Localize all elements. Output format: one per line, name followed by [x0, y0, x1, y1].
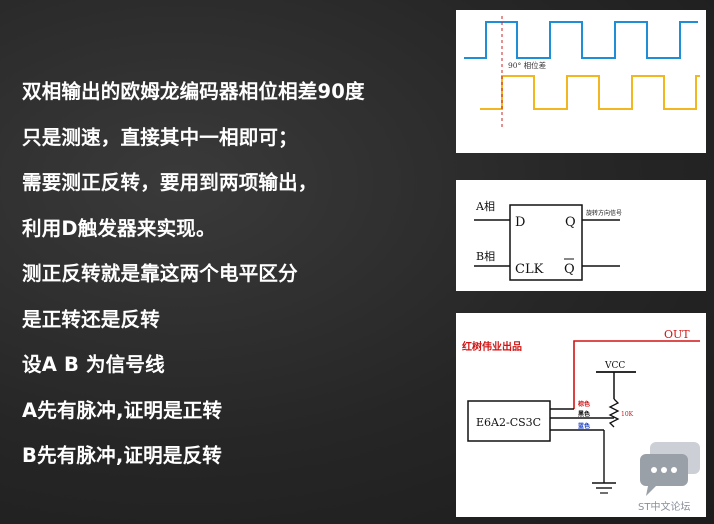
b-phase-label: B相	[476, 250, 495, 263]
q-output-label: Q	[565, 215, 576, 230]
direction-signal-label: 旋转方向信号	[586, 209, 622, 217]
d-input-label: D	[515, 215, 525, 230]
text-line: 测正反转就是靠这两个电平区分	[22, 262, 298, 285]
dff-panel: A相 B相 D Q CLK Q 旋转方向信号	[456, 180, 706, 291]
text-line: 利用D触发器来实现。	[22, 216, 216, 240]
watermark: ST中文论坛	[638, 442, 700, 513]
encoder-model: E6A2-CS3C	[476, 416, 541, 429]
resistor	[608, 398, 620, 428]
resistor-label: 10K	[621, 411, 634, 418]
dff-box	[509, 204, 583, 281]
text-line: 只是测速，直接其中一相即可；	[22, 125, 298, 149]
out-label: OUT	[664, 328, 690, 341]
chat-bubble-icon	[640, 442, 700, 496]
phase-label: 90° 相位差	[508, 60, 547, 70]
out-wire	[573, 340, 700, 409]
dff-diagram: A相 B相 D Q CLK Q 旋转方向信号	[474, 200, 622, 281]
encoder-box	[467, 400, 551, 442]
text-line: 需要测正反转，要用到两项输出，	[22, 171, 318, 194]
text-line: 双相输出的欧姆龙编码器相位相差90度	[22, 80, 365, 103]
vcc-label: VCC	[604, 361, 625, 371]
maker-label: 红树伟业出品	[462, 340, 522, 353]
phase-b-waveform	[480, 75, 700, 110]
black-wire-label: 黑色	[578, 410, 590, 418]
text-block: 双相输出的欧姆龙编码器相位相差90度 只是测速，直接其中一相即可； 需要测正反转…	[22, 76, 447, 486]
text-line: 是正转还是反转	[22, 307, 160, 331]
a-phase-label: A相	[475, 200, 495, 213]
watermark-text: ST中文论坛	[638, 500, 690, 513]
clk-input-label: CLK	[515, 262, 544, 277]
blue-wire-label: 蓝色	[578, 422, 590, 430]
brown-wire-label: 棕色	[577, 400, 590, 408]
text-line: 设A B 为信号线	[22, 353, 165, 376]
text-line: B先有脉冲,证明是反转	[22, 444, 222, 467]
waveform-panel: 90° 相位差	[456, 10, 706, 153]
qbar-output-label: Q	[564, 262, 575, 277]
waveform-diagram: 90° 相位差	[464, 16, 700, 130]
text-line: A先有脉冲,证明是正转	[22, 398, 223, 422]
phase-a-waveform	[464, 21, 698, 59]
wiring-diagram: 红树伟业出品 OUT VCC 10K E6A2-CS3C 棕色 黑色 蓝色	[462, 328, 700, 494]
